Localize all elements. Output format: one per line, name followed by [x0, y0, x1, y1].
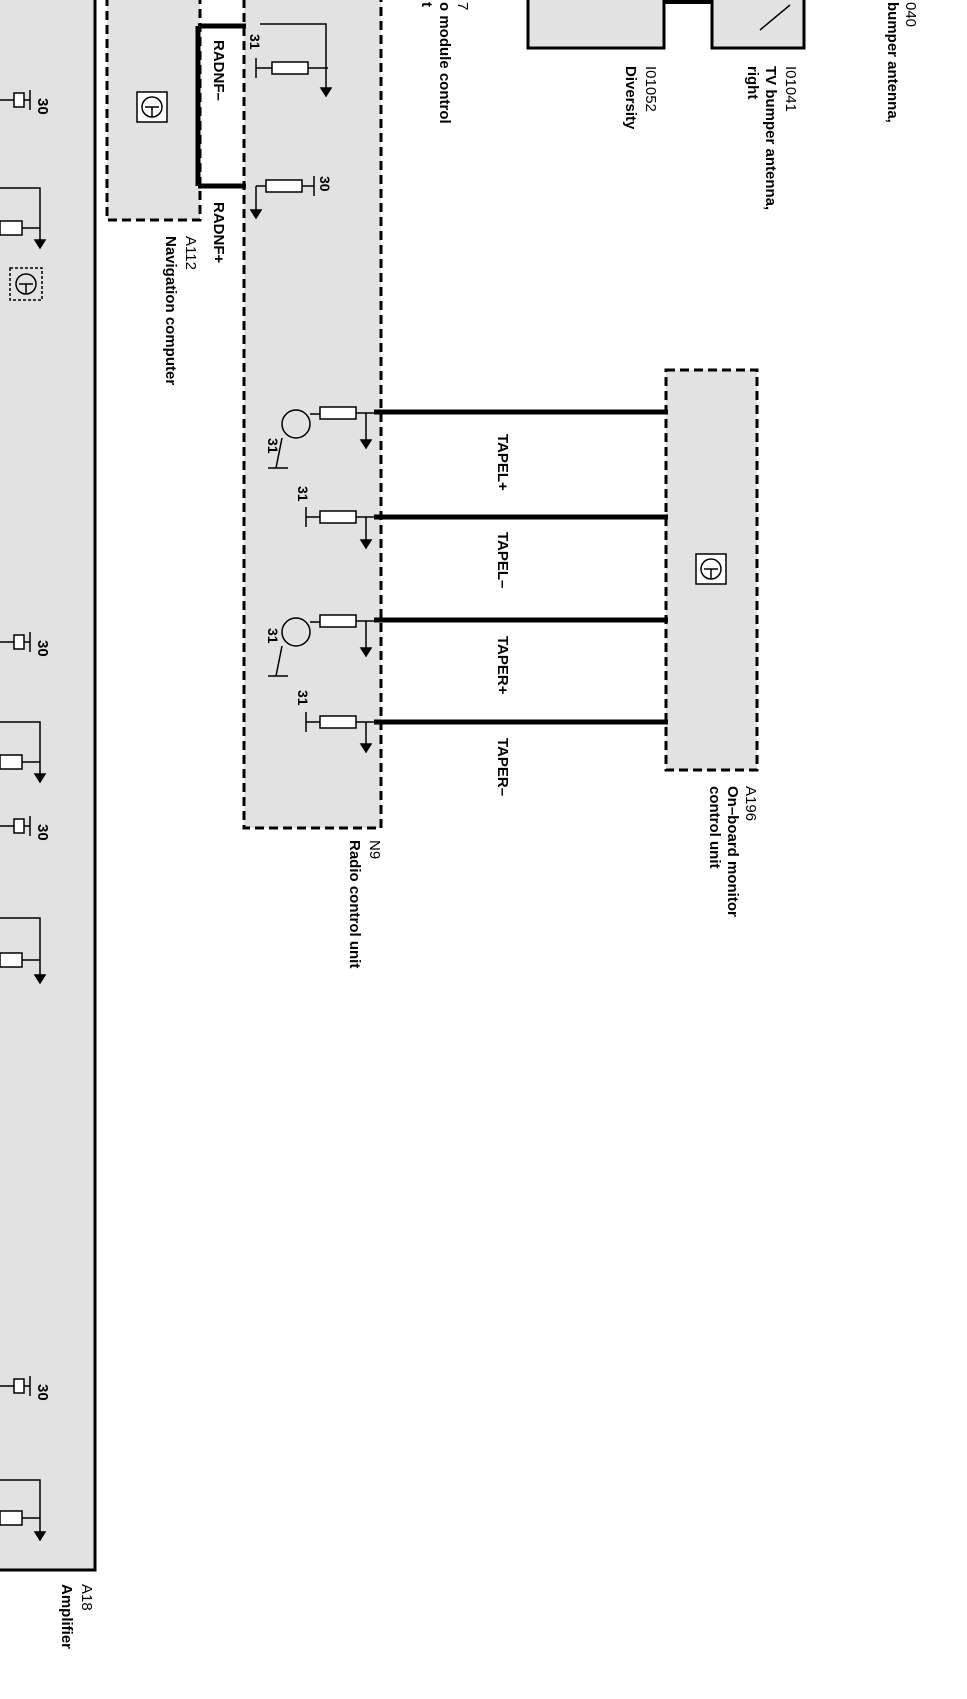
amp-label-30-b: 30: [34, 640, 51, 657]
amp-ground-d: [0, 1479, 47, 1542]
tv-antenna-id: I01041: [782, 66, 799, 112]
radio-label-31-e: 31: [295, 690, 311, 706]
radio-unit-name: Radio control unit: [346, 840, 363, 968]
tv-antenna-name-2: right: [744, 66, 761, 99]
amp-ground-c: [0, 917, 47, 985]
cut-label-040: 040: [902, 2, 919, 27]
signal-tapel-minus: TAPEL–: [494, 532, 511, 588]
signal-radnf-plus: RADNF+: [210, 202, 227, 263]
onboard-monitor-block: [664, 368, 759, 772]
amp-label-30-a: 30: [34, 98, 51, 115]
navigation-computer-block: [105, 0, 202, 222]
cut-label-module-control: o module control: [436, 2, 453, 124]
tv-antenna-module: [710, 0, 806, 50]
cut-label-bumper-antenna: bumper antenna,: [884, 2, 901, 123]
amp-ground-a: [0, 187, 47, 250]
signal-tapel-plus: TAPEL+: [494, 434, 511, 491]
amp-label-30-d: 30: [34, 1384, 51, 1401]
amp-label-30-c: 30: [34, 824, 51, 841]
amp-terminal-30-d: [0, 1376, 31, 1396]
nav-computer-id: A112: [182, 236, 199, 270]
amp-terminal-30-b: [0, 632, 31, 652]
tv-antenna-name-1: TV bumper antenna,: [762, 66, 779, 210]
radio-taper-plus-circuit: [268, 614, 374, 677]
amplifier-id: A18: [78, 1584, 95, 1611]
radio-tapel-minus-circuit: [305, 507, 374, 550]
radio-radnf-minus-circuit: [255, 23, 333, 98]
radnf-wires: [195, 23, 246, 189]
radio-label-30: 30: [317, 176, 333, 192]
diversity-module: [526, 0, 666, 50]
amplifier-block: [0, 0, 97, 1572]
radio-label-31-c: 31: [295, 486, 311, 502]
monitor-name-1: On–board monitor: [724, 786, 741, 917]
nav-computer-name: Navigation computer: [162, 236, 179, 385]
signal-taper-minus: TAPER–: [494, 738, 511, 796]
radio-label-31-a: 31: [247, 34, 263, 50]
radio-radnf-plus-circuit: [249, 176, 315, 220]
radio-tapel-plus-circuit: [268, 406, 374, 469]
amp-terminal-30-c: [0, 816, 31, 836]
amp-ground-b: [0, 721, 47, 784]
monitor-name-2: control unit: [706, 786, 723, 869]
radio-label-31-b: 31: [265, 438, 281, 454]
signal-radnf-minus: RADNF–: [210, 40, 227, 101]
diversity-id: I01052: [642, 66, 659, 112]
monitor-id: A196: [742, 786, 759, 821]
cut-label-7: 7: [454, 2, 471, 10]
diversity-name: Diversity: [622, 66, 639, 130]
tape-wires: [374, 409, 668, 725]
amplifier-name: Amplifier: [58, 1584, 75, 1649]
radio-taper-minus-circuit: [305, 712, 374, 754]
amp-terminal-30-a: [0, 90, 31, 110]
radio-label-31-d: 31: [265, 628, 281, 644]
cut-label-t: t: [418, 2, 435, 7]
radio-unit-id: N9: [366, 840, 383, 859]
signal-taper-plus: TAPER+: [494, 636, 511, 695]
